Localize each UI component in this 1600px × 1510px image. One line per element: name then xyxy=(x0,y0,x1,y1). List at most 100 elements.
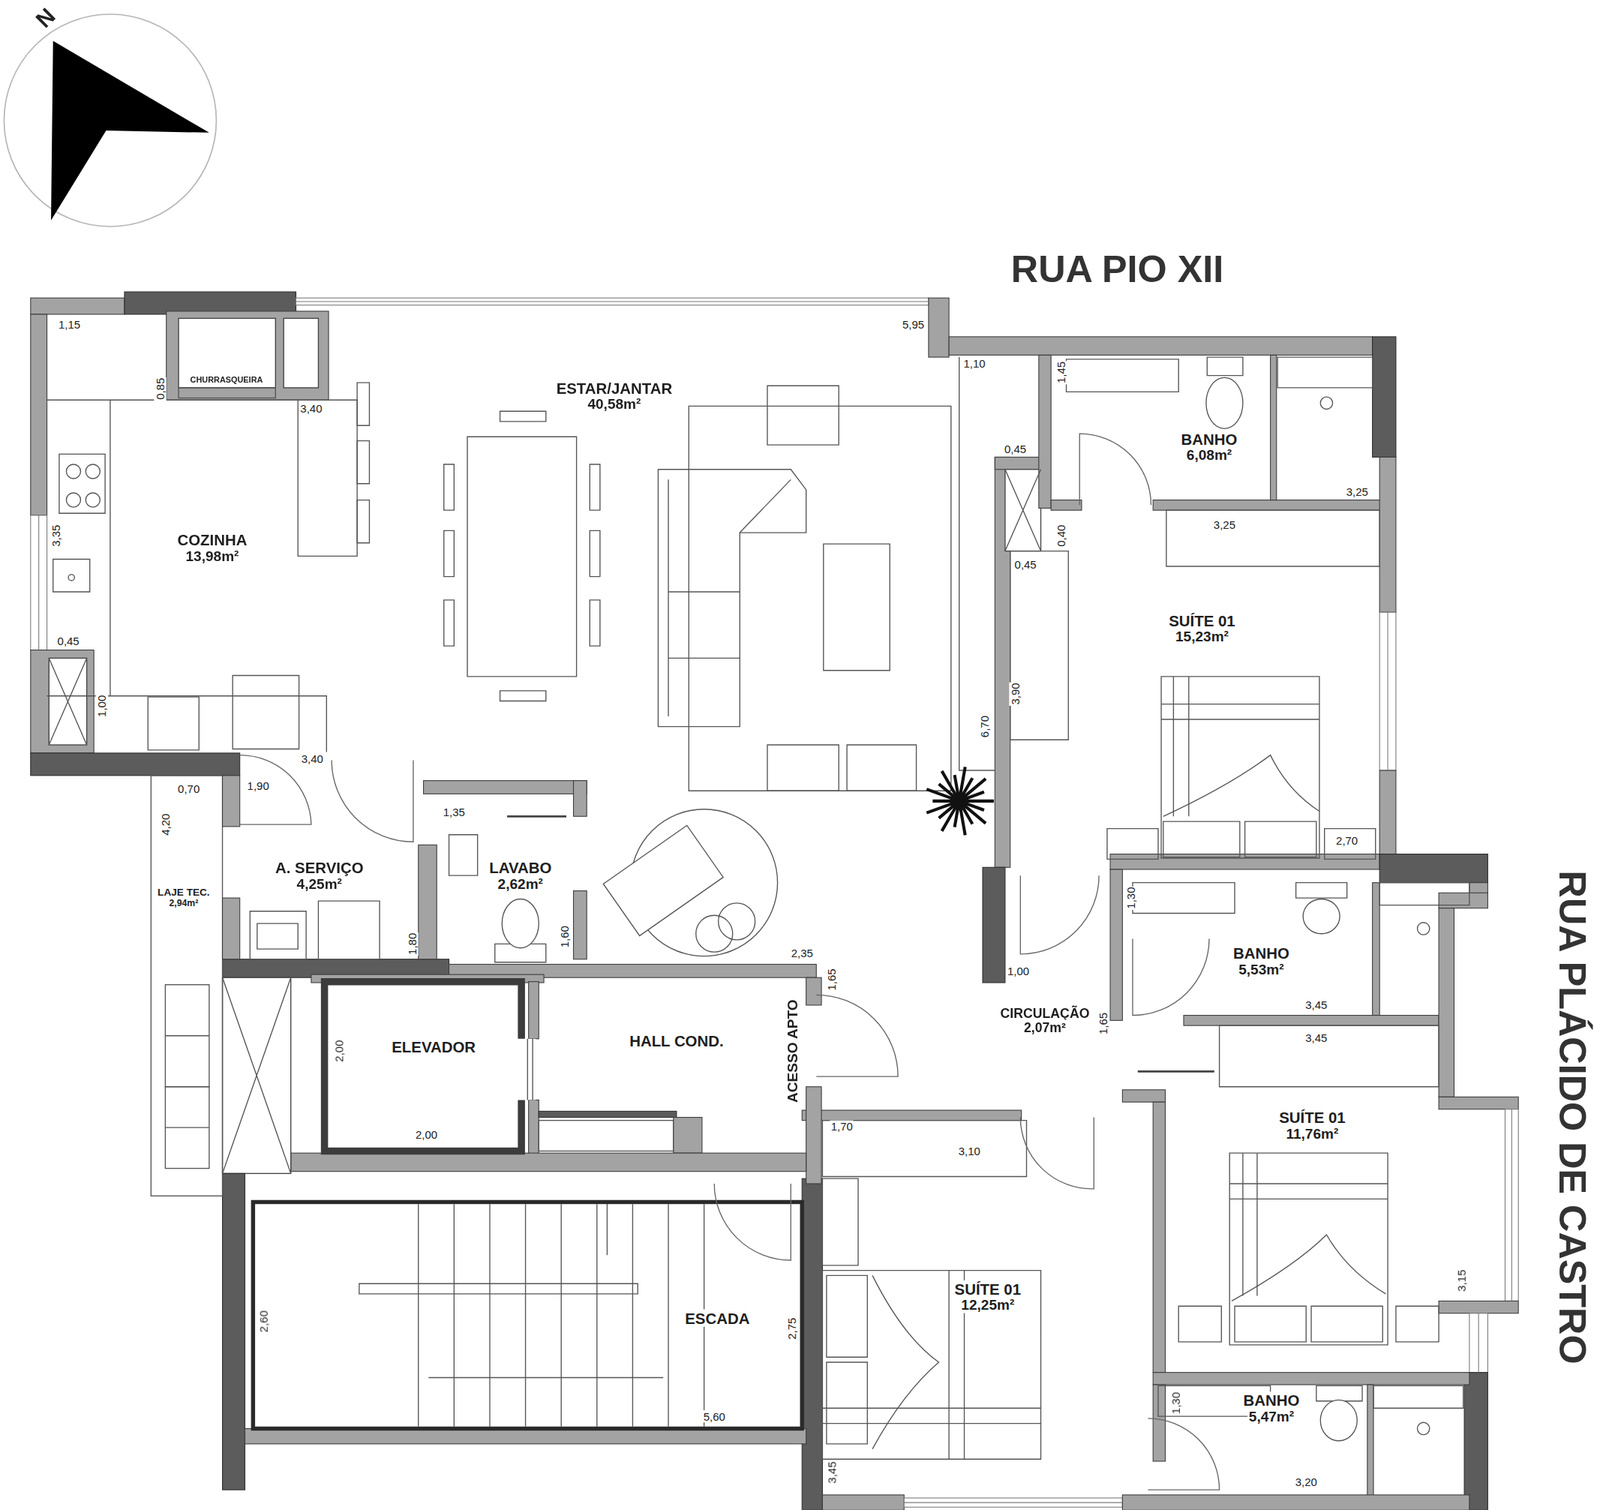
dimension-label: 3,25 xyxy=(1212,518,1237,531)
furniture-outline xyxy=(1005,469,1042,552)
furniture-outline xyxy=(1373,1385,1464,1408)
window-pane xyxy=(903,1502,1123,1504)
wall xyxy=(1438,1300,1519,1313)
wall xyxy=(48,657,87,745)
room-label: LAJE TEC.2,94m² xyxy=(152,885,215,911)
wall xyxy=(1438,892,1488,908)
wall xyxy=(222,897,241,960)
furniture-outline xyxy=(872,1275,939,1449)
room-name-text: COZINHA xyxy=(176,531,249,549)
pillar xyxy=(982,867,1006,983)
elevator-shaft xyxy=(324,981,523,1152)
stair-step xyxy=(453,1203,455,1427)
pillar xyxy=(222,1173,246,1490)
dimension-label: 1,10 xyxy=(962,357,987,370)
room-name: COZINHA xyxy=(176,532,249,549)
room-name-text: BANHO xyxy=(1242,1391,1301,1409)
dimension-label: 3,25 xyxy=(1344,485,1369,498)
street-name: RUA PIO XII xyxy=(1010,249,1225,292)
room-label: HALL COND. xyxy=(624,1030,729,1051)
dimension-label: 1,80 xyxy=(405,931,418,956)
room-name: ESCADA xyxy=(684,1310,751,1327)
wall xyxy=(244,1428,806,1444)
door-leaf xyxy=(507,815,567,818)
compass-circle xyxy=(3,14,217,227)
wall xyxy=(801,1110,1021,1121)
dimension-label: 6,70 xyxy=(978,714,991,739)
compass-arrow xyxy=(51,40,210,220)
wall xyxy=(1367,1384,1374,1498)
room-name-text: ESTAR/JANTAR xyxy=(555,379,673,397)
furniture-outline xyxy=(357,500,370,544)
dimension-label: 2,00 xyxy=(332,1038,345,1063)
dimension-label: 0,45 xyxy=(56,634,81,647)
window-pane xyxy=(295,300,928,302)
door-swing xyxy=(331,759,414,842)
toilet-symbol xyxy=(1302,898,1340,934)
fixture-circle xyxy=(66,492,81,508)
wall xyxy=(994,456,1041,469)
wall xyxy=(222,775,241,827)
furniture-outline xyxy=(428,1377,664,1378)
fixture-label: CHURRASQUEIRA xyxy=(189,375,264,385)
room-name-text: ELEVADOR xyxy=(390,1038,478,1056)
fixture-circle xyxy=(66,464,81,479)
room-label: BANHO5,53m² xyxy=(1227,943,1294,979)
room-area: 5,47m² xyxy=(1242,1408,1301,1424)
fixture-circle xyxy=(85,464,100,479)
room-area-text: 5,47m² xyxy=(1247,1407,1295,1425)
furniture-outline xyxy=(1231,1234,1386,1301)
wall xyxy=(538,1120,674,1152)
pillar xyxy=(1372,336,1396,458)
room-label: CIRCULAÇÃO2,07m² xyxy=(995,1004,1095,1037)
stair-step xyxy=(632,1203,634,1427)
room-name-text: A. SERVIÇO xyxy=(274,858,365,877)
stair-step xyxy=(525,1203,526,1427)
furniture-outline xyxy=(822,1270,1041,1460)
furniture-outline xyxy=(1178,1305,1222,1342)
fixture-circle xyxy=(718,903,756,940)
furniture-outline xyxy=(1229,1152,1388,1296)
furniture-outline xyxy=(822,1120,1027,1177)
dimension-label: 1,00 xyxy=(1006,965,1031,978)
room-area-text: 6,08m² xyxy=(1185,446,1233,463)
room-name: SUÍTE 01 xyxy=(1167,612,1237,629)
armchair xyxy=(603,825,724,936)
wall xyxy=(423,780,588,795)
dimension-label: 3,35 xyxy=(50,523,63,548)
dimension-label: 3,10 xyxy=(957,1144,982,1157)
furniture-outline xyxy=(357,382,370,426)
window xyxy=(1504,1109,1519,1302)
dimension-label: 3,40 xyxy=(299,402,324,415)
room-area-text: 4,25m² xyxy=(295,875,343,892)
dimension-label: 3,45 xyxy=(825,1460,838,1485)
room-label: COZINHA13,98m² xyxy=(172,530,253,566)
wall xyxy=(166,311,329,400)
door-swing xyxy=(1020,1117,1094,1189)
furniture-outline xyxy=(1395,1305,1439,1342)
furniture-outline xyxy=(318,900,380,960)
furniture-outline xyxy=(1219,1025,1439,1087)
room-area: 40,58m² xyxy=(555,396,673,412)
window-pane xyxy=(1511,1109,1513,1302)
walls xyxy=(30,291,1519,1510)
room-area: 13,98m² xyxy=(176,548,249,564)
furniture-outline xyxy=(1245,821,1317,858)
wall xyxy=(418,844,437,959)
room-area-text: 13,98m² xyxy=(184,547,241,565)
wall xyxy=(806,977,822,1006)
dimension-label: 1,15 xyxy=(57,318,82,331)
room-name-text: HALL COND. xyxy=(628,1031,725,1049)
furniture-outline xyxy=(822,1270,1041,1460)
stair-step xyxy=(561,1203,562,1427)
furniture-outline xyxy=(826,1275,868,1357)
wall xyxy=(528,1099,540,1162)
furniture-outline xyxy=(767,385,839,445)
room-name: BANHO xyxy=(1179,431,1239,448)
room-name: CIRCULAÇÃO xyxy=(999,1006,1091,1021)
furniture-outline xyxy=(147,696,199,751)
furniture-outline xyxy=(1166,510,1380,567)
furniture-outline xyxy=(1277,357,1373,388)
furniture-outline xyxy=(53,558,91,592)
window xyxy=(30,515,48,651)
